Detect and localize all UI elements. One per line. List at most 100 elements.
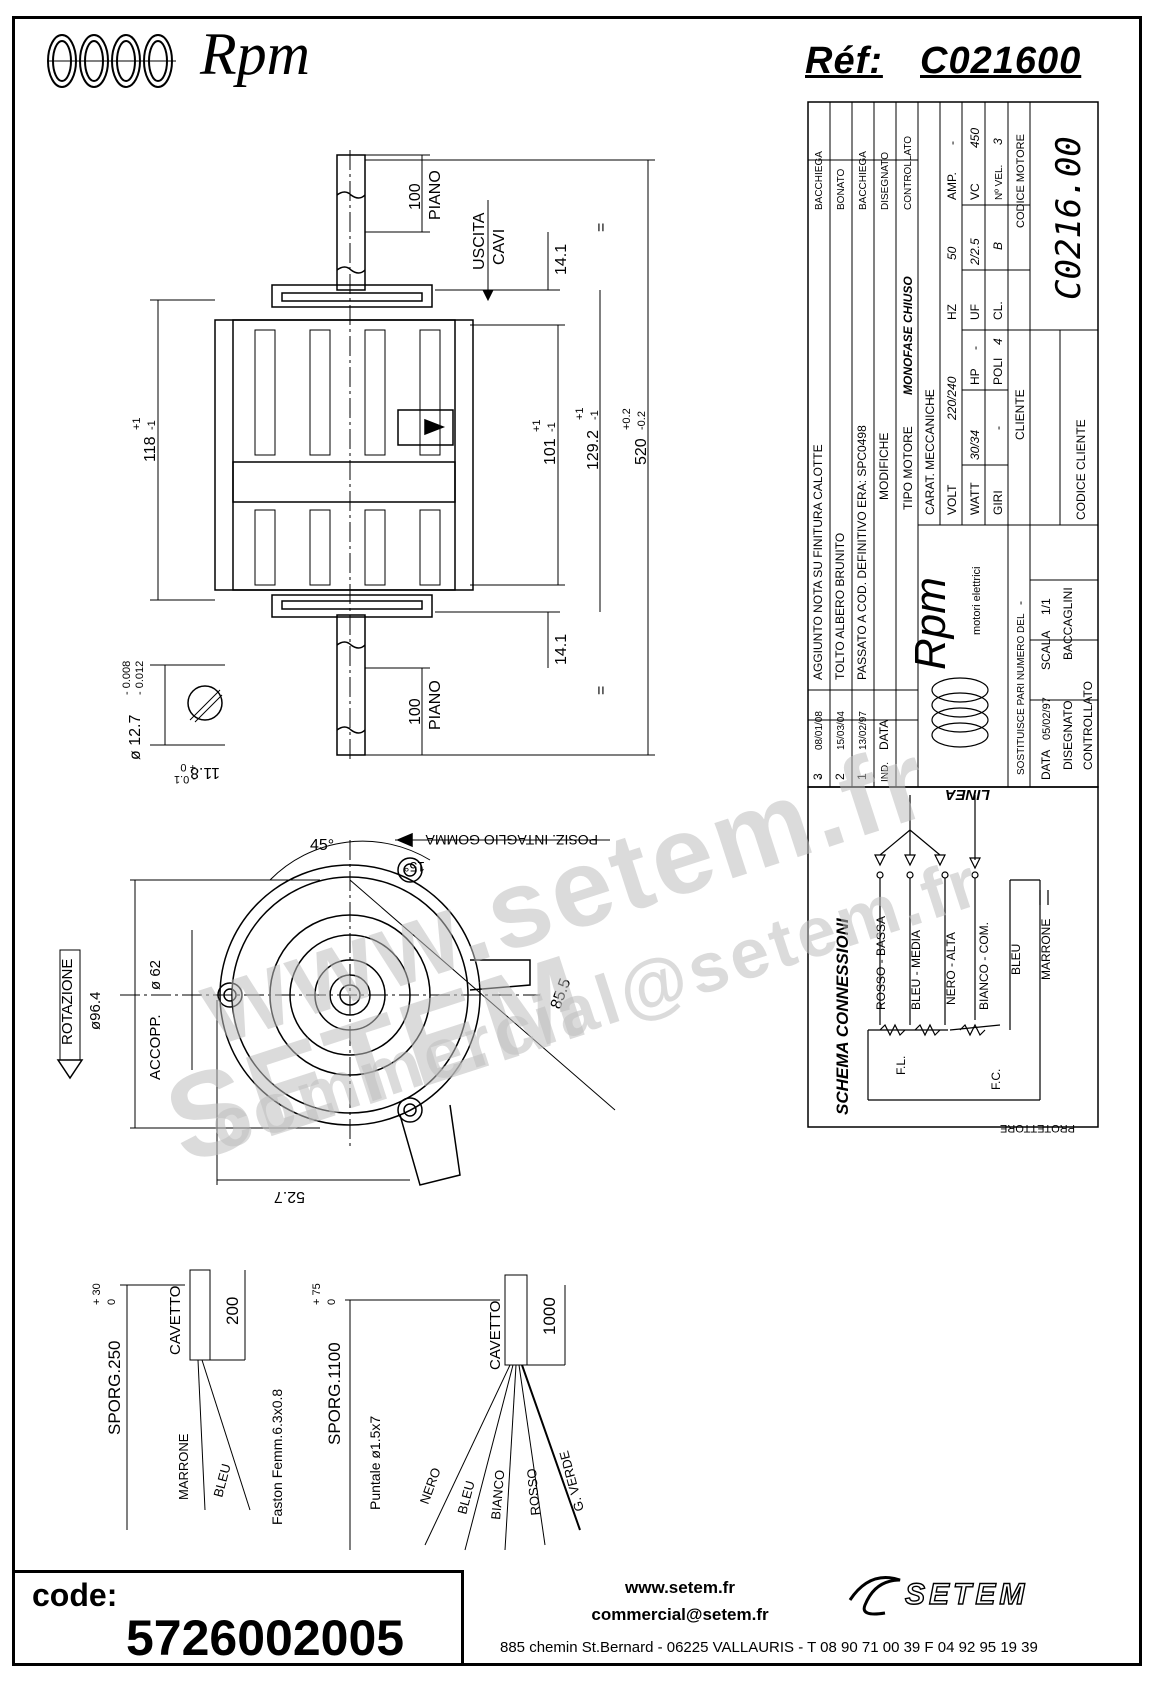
date-header: DATA — [877, 720, 891, 750]
cl-value: B — [991, 242, 1005, 250]
flat-tol-plus: + 0 — [180, 761, 196, 773]
uf-value: 2/2.5 — [968, 238, 982, 266]
cable2-name: CAVETTO — [487, 1301, 504, 1370]
cliente-label: CLIENTE — [1013, 389, 1027, 440]
disegnato-header: DISEGNATO — [880, 152, 891, 210]
logo-text: Rpm — [200, 21, 310, 87]
hp-value: - — [968, 346, 982, 350]
linea-label: LINEA — [945, 786, 990, 803]
modifiche-header: MODIFICHE — [877, 433, 891, 500]
wire-nero-alta: NERO - ALTA — [944, 932, 958, 1005]
dim-129-tol-plus: +1 — [574, 407, 586, 420]
code-value: 5726002005 — [126, 1610, 405, 1666]
hz-label: HZ — [945, 304, 959, 320]
amp-value: - — [945, 141, 959, 145]
angle-45: 45° — [310, 837, 334, 854]
rotation-label: ROTAZIONE — [59, 959, 76, 1045]
watt-value: 30/34 — [968, 430, 982, 460]
codice-motore-value: C0216.00 — [1049, 136, 1089, 300]
rev-3-text: AGGIUNTO NOTA SU FINITURA CALOTTE — [811, 444, 825, 680]
codice-cliente-label: CODICE CLIENTE — [1074, 419, 1088, 520]
flat-dim: 11.8 — [190, 764, 220, 781]
vc-label: VC — [968, 183, 982, 200]
cable1-tol-plus: + 30 — [91, 1283, 103, 1305]
watt-label: WATT — [968, 482, 982, 515]
rev-dash-1: - — [812, 776, 826, 780]
rev-3-by: BACCHIEGA — [814, 151, 825, 210]
disegnato-label: DISEGNATO — [1061, 700, 1075, 770]
rubber-position: POSIZ. INTAGLIO GOMMA — [425, 832, 598, 848]
shaft-diameter: ø 12.7 — [127, 715, 144, 760]
dim-101-tol-minus: -1 — [546, 422, 558, 432]
cable2-tol-plus: + 75 — [311, 1283, 323, 1305]
footer-website[interactable]: www.setem.fr — [625, 1578, 735, 1597]
reference-value: C021600 — [920, 40, 1082, 82]
diameter-96: ø96.4 — [87, 992, 104, 1030]
scala-value: 1/1 — [1039, 598, 1053, 615]
amp-label: AMP. — [945, 172, 959, 200]
volt-value: 220/240 — [945, 376, 959, 421]
rev-2-by: BONATO — [836, 168, 847, 210]
shaft-tol-1: - 0.008 — [121, 661, 133, 695]
dim-118-tol-plus: +1 — [131, 417, 143, 430]
rev-2-ind: 2 — [833, 773, 847, 780]
rev-2-text: TOLTO ALBERO BRUNITO — [833, 533, 847, 680]
hp-label: HP — [968, 368, 982, 385]
rev-2-date: 15/03/04 — [836, 711, 847, 750]
equal-sign-bottom: = — [593, 686, 610, 695]
rev-3-date: 08/01/08 — [814, 711, 825, 750]
dim-14-top: 14.1 — [553, 244, 570, 275]
ind-header: IND. — [880, 762, 891, 782]
cable2-tip: Puntale ø1.5x7 — [367, 1416, 383, 1510]
scala-label: SCALA — [1039, 631, 1053, 670]
rev-1-text: PASSATO A COD. DEFINITIVO ERA: SPC0498 — [855, 425, 869, 680]
reference-label: Réf: — [805, 40, 883, 82]
rpm-logo-coil-icon — [47, 34, 176, 88]
tipo-motore-value: MONOFASE CHIUSO — [901, 276, 915, 395]
cable-exit-1: USCITA — [471, 212, 488, 270]
coupling-label: ACCOPP. — [147, 1014, 164, 1080]
vc-value: 450 — [968, 128, 982, 148]
controllato-label: CONTROLLATO — [1081, 681, 1095, 770]
hz-value: 50 — [945, 246, 959, 260]
nvel-label: Nº VEL. — [994, 165, 1005, 200]
drawing-frame — [12, 16, 1142, 1666]
rev-1-by: BACCHIEGA — [858, 151, 869, 210]
coupling-diameter: ø 62 — [147, 960, 164, 990]
dim-101-tol-plus: +1 — [531, 419, 543, 432]
cable2-tol-zero: 0 — [326, 1299, 338, 1305]
sostituisce-label: SOSTITUISCE PARI NUMERO DEL — [1016, 613, 1027, 775]
cable-exit-2: CAVI — [491, 229, 508, 265]
dim-520-tol-plus: +0.2 — [621, 408, 633, 430]
schema-title: SCHEMA CONNESSIONI — [833, 917, 852, 1115]
rev-1-date: 13/02/97 — [858, 711, 869, 750]
data-label: DATA — [1039, 750, 1053, 780]
cable2-length: 1000 — [540, 1297, 559, 1335]
cable1-faston: Faston Femm.6.3x0.8 — [269, 1389, 285, 1525]
dim-520: 520 — [633, 438, 650, 465]
disegnato-value: BACCAGLINI — [1061, 587, 1075, 660]
bottom-shaft-note: PIANO — [427, 680, 444, 730]
cable1-name: CAVETTO — [167, 1286, 184, 1355]
code-label: code: — [32, 1577, 118, 1613]
wire-bianco-com: BIANCO - COM. — [977, 922, 991, 1010]
cable2-wire-2: BIANCO — [488, 1469, 507, 1520]
dim-14-bottom: 14.1 — [553, 634, 570, 665]
poli-value: 4 — [991, 338, 1005, 345]
top-shaft-note: PIANO — [427, 170, 444, 220]
footer-email[interactable]: commercial@setem.fr — [591, 1605, 769, 1624]
cable2-wire-3: ROSSO — [524, 1468, 543, 1516]
cl-label: CL. — [991, 301, 1005, 320]
uf-label: UF — [968, 304, 982, 320]
wire-bleu-media: BLEU - MEDIA — [909, 930, 923, 1010]
carat-value: - — [923, 396, 937, 400]
fc-label: F.C. — [989, 1069, 1003, 1090]
cable1-wire-brown: MARRONE — [176, 1433, 191, 1500]
dim-52: 52.7 — [274, 1188, 305, 1205]
cable1-length: 200 — [223, 1297, 242, 1325]
footer-address: 885 chemin St.Bernard - 06225 VALLAURIS … — [500, 1639, 1038, 1656]
giri-value: - — [991, 426, 1005, 430]
code-box: code: 5726002005 — [14, 1570, 464, 1666]
shaft-tol-2: - 0.012 — [134, 661, 146, 695]
rev-3-ind: 3 — [811, 773, 825, 780]
